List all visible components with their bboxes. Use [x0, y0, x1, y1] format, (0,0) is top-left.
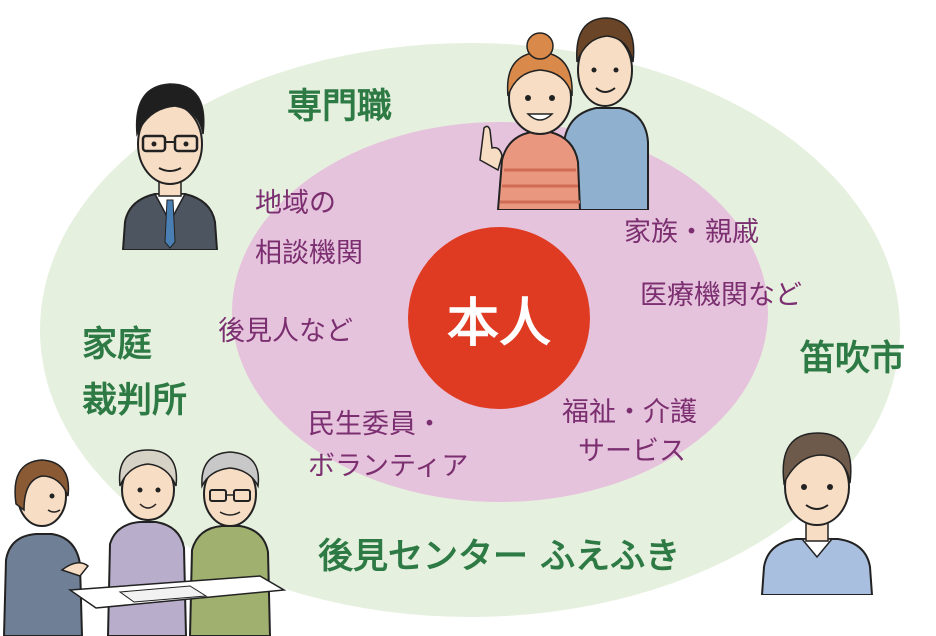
label-regional-line2: 相談機関: [255, 238, 363, 269]
label-medical: 医療機関など: [640, 280, 802, 311]
label-center-name: 後見センター ふえふき: [318, 537, 681, 577]
label-family: 家族・親戚: [624, 217, 759, 248]
center-person-circle: 本人: [408, 227, 590, 409]
label-family-court-line1: 家庭: [82, 325, 153, 365]
label-professional: 専門職: [287, 87, 393, 127]
label-family-court-line2: 裁判所: [82, 381, 188, 421]
family-illustration: [479, 17, 649, 210]
label-welfare-line2: サービス: [578, 436, 686, 467]
label-guardian: 後見人など: [218, 316, 353, 347]
center-staff-illustration: [760, 432, 874, 595]
label-city: 笛吹市: [800, 339, 906, 379]
family-court-illustration: [2, 449, 287, 636]
professional-illustration: [121, 83, 219, 250]
label-regional-line1: 地域の: [255, 188, 336, 219]
label-welfare-line1: 福祉・介護: [562, 397, 697, 428]
label-commissioner-line2: ボランティア: [308, 451, 469, 482]
label-commissioner-line1: 民生委員・: [308, 409, 443, 440]
center-label: 本人: [446, 293, 551, 354]
